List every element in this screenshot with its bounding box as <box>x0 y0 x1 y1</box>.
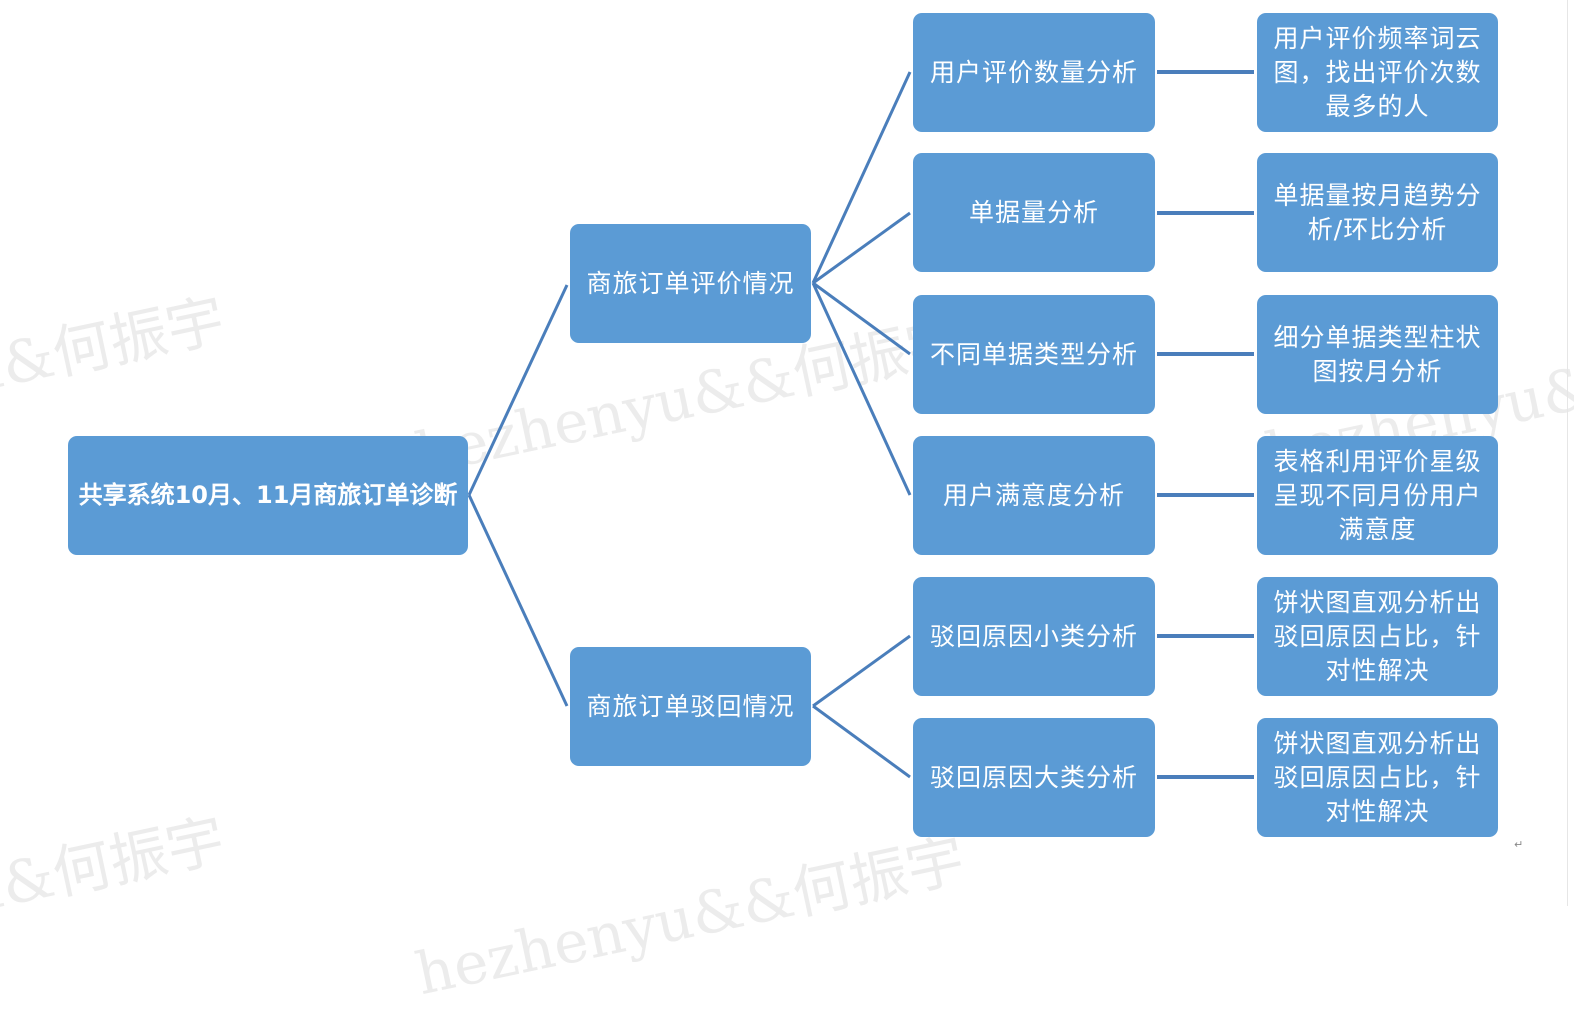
detail-node: 细分单据类型柱状图按月分析 <box>1257 295 1498 414</box>
connector <box>812 211 911 285</box>
connector <box>812 704 911 779</box>
analysis-node: 单据量分析 <box>913 153 1155 272</box>
connector-lines <box>467 70 1254 779</box>
node-label: 商旅订单驳回情况 <box>586 691 795 721</box>
detail-node: 饼状图直观分析出驳回原因占比，针对性解决 <box>1257 577 1498 696</box>
node-label: 驳回原因小类分析 <box>929 621 1138 651</box>
analysis-node: 驳回原因小类分析 <box>913 577 1155 696</box>
node-label: 用户评价数量分析 <box>929 57 1138 87</box>
paragraph-mark: ↵ <box>1514 838 1524 851</box>
root-node: 共享系统10月、11月商旅订单诊断 <box>68 436 468 555</box>
analysis-node: 用户满意度分析 <box>913 436 1155 555</box>
connector <box>811 71 912 284</box>
node-detail: 饼状图直观分析出驳回原因占比，针对性解决 <box>1273 587 1482 685</box>
analysis-node: 不同单据类型分析 <box>913 295 1155 414</box>
node-detail: 单据量按月趋势分析/环比分析 <box>1273 180 1482 244</box>
branch-node-evaluation: 商旅订单评价情况 <box>570 224 811 343</box>
node-detail: 用户评价频率词云图，找出评价次数最多的人 <box>1273 23 1482 121</box>
connector <box>467 494 569 707</box>
detail-node: 表格利用评价星级呈现不同月份用户满意度 <box>1257 436 1498 555</box>
analysis-node: 用户评价数量分析 <box>913 13 1155 132</box>
branch-node-rejection: 商旅订单驳回情况 <box>570 647 811 766</box>
detail-node: 饼状图直观分析出驳回原因占比，针对性解决 <box>1257 718 1498 837</box>
page-edge <box>1567 0 1568 906</box>
node-label: 不同单据类型分析 <box>929 339 1138 369</box>
detail-node: 用户评价频率词云图，找出评价次数最多的人 <box>1257 13 1498 132</box>
node-detail: 表格利用评价星级呈现不同月份用户满意度 <box>1273 446 1482 544</box>
node-label: 驳回原因大类分析 <box>929 762 1138 792</box>
root-label: 共享系统10月、11月商旅订单诊断 <box>78 481 458 509</box>
detail-node: 单据量按月趋势分析/环比分析 <box>1257 153 1498 272</box>
node-label: 商旅订单评价情况 <box>586 268 795 298</box>
node-label: 单据量分析 <box>968 197 1099 227</box>
connector <box>811 282 912 496</box>
node-detail: 细分单据类型柱状图按月分析 <box>1273 322 1482 386</box>
connector <box>812 281 911 356</box>
node-detail: 饼状图直观分析出驳回原因占比，针对性解决 <box>1273 728 1482 826</box>
connector <box>812 634 911 708</box>
node-label: 用户满意度分析 <box>942 480 1125 510</box>
analysis-node: 驳回原因大类分析 <box>913 718 1155 837</box>
connector <box>467 284 569 496</box>
